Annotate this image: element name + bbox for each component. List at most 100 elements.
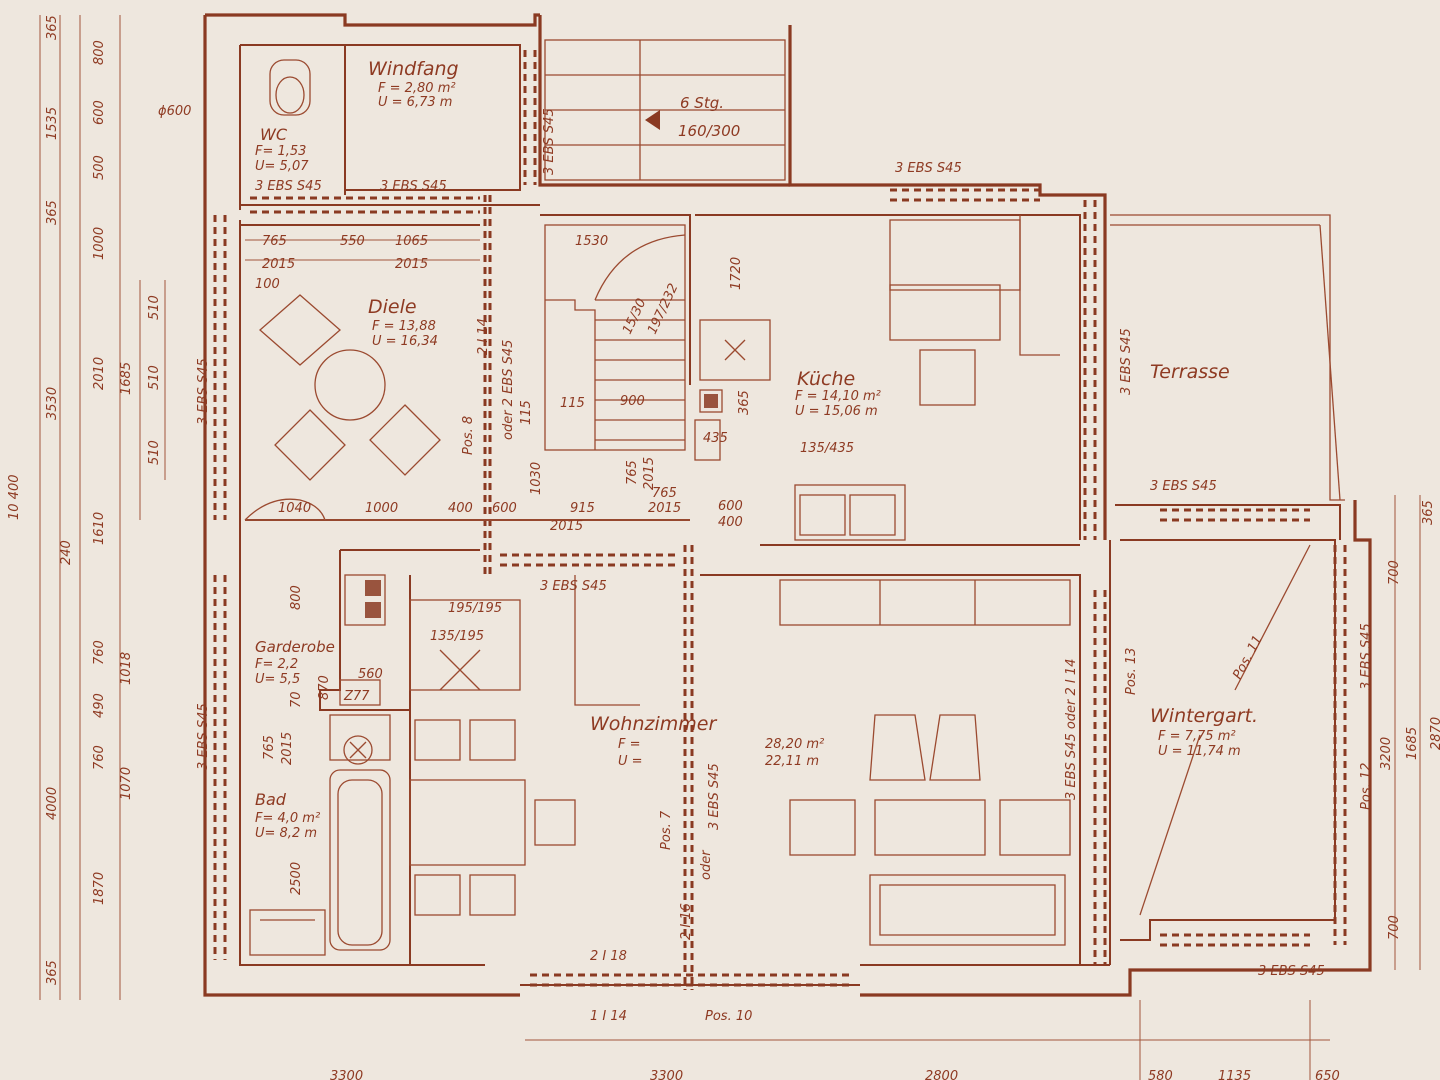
ebs-label-windfang: 3 EBS S45 xyxy=(380,179,447,194)
dim-1000: 1000 xyxy=(365,501,398,516)
dim-2015-v: 2015 xyxy=(642,457,657,490)
ebs-label-vertical-left: 3 EBS S45 xyxy=(196,358,211,425)
dim-left-1685: 1685 xyxy=(119,362,134,395)
garderobe-perimeter: U= 5,5 xyxy=(255,672,300,687)
dim-left-1610: 1610 xyxy=(92,512,107,545)
dim-left-1070: 1070 xyxy=(119,767,134,800)
dim-600: 600 xyxy=(492,501,517,516)
dim-915: 915 xyxy=(570,501,595,516)
dim-gard-560: 560 xyxy=(358,667,383,682)
wohnzimmer-perimeter: 22,11 m xyxy=(765,754,819,769)
i14-bottom-label: 1 I 14 xyxy=(590,1009,627,1024)
dim-left-1535: 1535 xyxy=(45,107,60,140)
window-135-435: 135/435 xyxy=(800,441,854,456)
z77-label: Z77 xyxy=(343,689,370,704)
dim-left-4000: 4000 xyxy=(45,787,60,820)
dim-left-365-top: 365 xyxy=(45,15,60,40)
garderobe-name: Garderobe xyxy=(255,638,335,656)
bad-name: Bad xyxy=(255,790,287,809)
garderobe-area: F= 2,2 xyxy=(255,657,298,672)
i18-label: 2 I 18 xyxy=(590,949,627,964)
dim-right-3200: 3200 xyxy=(1379,737,1394,770)
dim-right-2870: 2870 xyxy=(1429,717,1440,750)
dim-1065: 1065 xyxy=(395,234,428,249)
dim-2015-c: 2015 xyxy=(550,519,583,534)
ebs-label-vertical-wintergarten: 3 EBS S45 xyxy=(1359,623,1374,690)
windfang-perimeter: U = 6,73 m xyxy=(378,95,452,110)
ebs-label-terrasse: 3 EBS S45 xyxy=(1150,479,1217,494)
dim-right-700-top: 700 xyxy=(1387,560,1402,585)
room-labels: Windfang F = 2,80 m² U = 6,73 m WC F= 1,… xyxy=(255,58,1258,841)
dim-bottom-3300-a: 3300 xyxy=(330,1069,363,1080)
dim-left-10400: 10 400 xyxy=(7,475,22,521)
dim-left-365: 365 xyxy=(45,200,60,225)
dim-400-b: 400 xyxy=(718,515,743,530)
dim-left-760-a: 760 xyxy=(92,640,107,665)
dim-left-365-bottom: 365 xyxy=(45,960,60,985)
diele-area: F = 13,88 xyxy=(372,319,436,334)
window-135-195: 135/195 xyxy=(430,629,484,644)
beams xyxy=(213,50,1347,990)
windfang-name: Windfang xyxy=(368,58,459,80)
dim-gard-870: 870 xyxy=(317,675,332,700)
oder-ebs-label: oder 2 EBS S45 xyxy=(501,340,516,440)
dim-bottom-2800: 2800 xyxy=(925,1069,958,1080)
oder-label: oder xyxy=(699,849,714,880)
wohnzimmer-perimeter-label: U = xyxy=(618,754,643,769)
window-195-195: 195/195 xyxy=(448,601,502,616)
dim-435: 435 xyxy=(703,431,728,446)
dim-left-240: 240 xyxy=(59,540,74,565)
pos8-label: Pos. 8 xyxy=(461,416,476,455)
dim-1530: 1530 xyxy=(575,234,608,249)
pos12-label: Pos. 12 xyxy=(1359,763,1374,810)
dimension-lines xyxy=(39,15,1421,1080)
dim-left-510-c: 510 xyxy=(147,440,162,465)
dimension-numbers: 365 800 1535 600 500 365 1000 3530 2010 … xyxy=(7,15,1440,1080)
wc-perimeter: U= 5,07 xyxy=(255,159,309,174)
dim-765-b: 765 xyxy=(652,486,677,501)
dim-left-510-a: 510 xyxy=(147,295,162,320)
wintergarten-area: F = 7,75 m² xyxy=(1158,729,1236,744)
dim-400: 400 xyxy=(448,501,473,516)
dim-1040: 1040 xyxy=(278,501,311,516)
dim-365-v: 365 xyxy=(737,390,752,415)
pos13-label: Pos. 13 xyxy=(1124,648,1139,695)
dim-gard-765: 765 xyxy=(262,735,277,760)
ebs-label-vertical-terrasse: 3 EBS S45 xyxy=(1119,328,1134,395)
dim-gard-70: 70 xyxy=(289,691,304,708)
dim-bottom-1135: 1135 xyxy=(1218,1069,1251,1080)
dim-100: 100 xyxy=(255,277,280,292)
dim-left-2010: 2010 xyxy=(92,357,107,390)
dim-gard-2015: 2015 xyxy=(280,732,295,765)
wc-area: F= 1,53 xyxy=(255,144,306,159)
diele-name: Diele xyxy=(368,296,417,318)
ebs-label-bottom: 3 EBS S45 xyxy=(1258,964,1325,979)
kueche-perimeter: U = 15,06 m xyxy=(795,404,878,419)
wohnzimmer-area: 28,20 m² xyxy=(765,737,824,752)
dim-right-1685: 1685 xyxy=(1405,727,1420,760)
dim-right-365: 365 xyxy=(1421,500,1436,525)
kueche-name: Küche xyxy=(797,368,855,390)
dim-bottom-580: 580 xyxy=(1148,1069,1173,1080)
phi600-label: ϕ600 xyxy=(158,104,191,119)
windfang-area: F = 2,80 m² xyxy=(378,81,456,96)
pos7-label: Pos. 7 xyxy=(659,810,674,850)
ebs-label-vertical-windfang: 3 EBS S45 xyxy=(542,108,557,175)
dim-550: 550 xyxy=(340,234,365,249)
dim-2015-d: 2015 xyxy=(648,501,681,516)
dim-left-1870: 1870 xyxy=(92,872,107,905)
diele-perimeter: U = 16,34 xyxy=(372,334,438,349)
wc-name: WC xyxy=(260,125,288,144)
dim-gard-2500: 2500 xyxy=(289,862,304,895)
dim-bottom-3300-b: 3300 xyxy=(650,1069,683,1080)
i16-label: 2 I 16 xyxy=(679,903,694,940)
i14-label: 2 I 14 xyxy=(476,318,491,355)
dim-1720: 1720 xyxy=(729,257,744,290)
dim-left-1000: 1000 xyxy=(92,227,107,260)
dim-bottom-650: 650 xyxy=(1315,1069,1340,1080)
ebs-label-vertical-wohnzimmer: 3 EBS S45 oder 2 I 14 xyxy=(1064,659,1079,800)
dim-left-3530: 3530 xyxy=(45,387,60,420)
stairs-steps: 6 Stg. xyxy=(680,94,724,112)
dim-left-510-b: 510 xyxy=(147,365,162,390)
